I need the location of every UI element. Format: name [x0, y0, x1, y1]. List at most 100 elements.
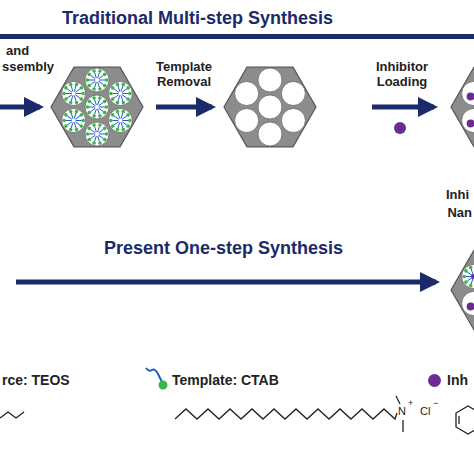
- surfactant-head: [128, 119, 132, 123]
- surfactant-tail: [74, 86, 76, 92]
- teos-structure: [0, 412, 24, 418]
- surfactant-head: [92, 123, 96, 127]
- surfactant-tail: [99, 107, 105, 108]
- surfactant-head: [75, 83, 79, 87]
- surfactant-tail: [99, 75, 104, 79]
- surfactant-head: [64, 124, 68, 128]
- surfactant-tail: [75, 95, 80, 99]
- surfactant-tail: [467, 272, 472, 276]
- surfactant-head: [126, 124, 130, 128]
- surfactant-tail: [112, 120, 118, 121]
- surfactant-tail: [71, 122, 73, 128]
- surfactant-tail: [99, 80, 105, 81]
- surfactant-head: [126, 86, 130, 90]
- pore: [85, 68, 109, 92]
- surfactant-tail: [466, 276, 472, 277]
- surfactant-head: [469, 284, 473, 288]
- section-heading: Traditional Multi-step Synthesis: [62, 8, 333, 29]
- surfactant-tail: [91, 75, 96, 79]
- surfactant-head: [69, 83, 73, 87]
- surfactant-tail: [118, 122, 120, 128]
- surfactant-head: [116, 128, 120, 132]
- silica-particle: [224, 67, 316, 147]
- surfactant-head: [111, 124, 115, 128]
- template-symbol: [146, 368, 162, 382]
- surfactant-head: [75, 110, 79, 114]
- surfactant-tail: [122, 89, 127, 93]
- section-heading: Present One-step Synthesis: [104, 238, 343, 259]
- pore: [85, 122, 109, 146]
- surfactant-tail: [91, 108, 96, 112]
- surfactant-head: [62, 119, 66, 123]
- surfactant-tail: [67, 122, 72, 126]
- surfactant-tail: [98, 109, 100, 115]
- surfactant-head: [92, 141, 96, 145]
- surfactant-tail: [122, 95, 127, 99]
- surfactant-tail: [114, 116, 119, 120]
- surfactant-head: [103, 73, 107, 77]
- surfactant-head: [62, 92, 66, 96]
- atom-label: Cl: [420, 405, 430, 418]
- surfactant-head: [88, 138, 92, 142]
- surfactant-tail: [74, 122, 76, 128]
- surfactant-head: [69, 110, 73, 114]
- atom-label: N: [398, 405, 406, 418]
- surfactant-tail: [74, 95, 76, 101]
- surfactant-head: [109, 92, 113, 96]
- surfactant-tail: [95, 82, 97, 88]
- surfactant-tail: [95, 109, 97, 115]
- surfactant-tail: [98, 72, 100, 78]
- surfactant-tail: [471, 269, 473, 275]
- legend-swatch: [428, 374, 441, 387]
- header-bar: [0, 34, 474, 39]
- surfactant-tail: [98, 99, 100, 105]
- surfactant-head: [64, 86, 68, 90]
- surfactant-head: [64, 113, 68, 117]
- surfactant-tail: [91, 135, 96, 139]
- surfactant-tail: [71, 86, 73, 92]
- surfactant-tail: [71, 113, 73, 119]
- charge-label: +: [408, 398, 413, 408]
- surfactant-tail: [75, 116, 80, 120]
- surfactant-tail: [67, 95, 72, 99]
- pore: [462, 82, 474, 106]
- pore: [258, 95, 282, 119]
- surfactant-tail: [121, 95, 123, 101]
- surfactant-head: [122, 110, 126, 114]
- surfactant-tail: [95, 72, 97, 78]
- surfactant-tail: [91, 129, 96, 133]
- surfactant-head: [116, 101, 120, 105]
- surfactant-tail: [99, 108, 104, 112]
- surfactant-head: [69, 101, 73, 105]
- product-label: Nan: [447, 206, 472, 221]
- surfactant-tail: [67, 116, 72, 120]
- surfactant-tail: [89, 107, 95, 108]
- surfactant-head: [98, 114, 102, 118]
- surfactant-head: [81, 119, 85, 123]
- surfactant-tail: [76, 120, 82, 121]
- surfactant-head: [103, 138, 107, 142]
- surfactant-head: [111, 86, 115, 90]
- surfactant-head: [116, 83, 120, 87]
- surfactant-tail: [98, 126, 100, 132]
- surfactant-tail: [467, 278, 472, 282]
- surfactant-head: [105, 78, 109, 82]
- surfactant-tail: [118, 86, 120, 92]
- step-label: ssembly: [2, 60, 54, 75]
- surfactant-tail: [89, 134, 95, 135]
- surfactant-head: [128, 92, 132, 96]
- pore: [281, 109, 305, 133]
- inhibitor-dot: [467, 93, 474, 101]
- ctab-structure: [402, 420, 403, 432]
- surfactant-head: [126, 97, 130, 101]
- surfactant-tail: [114, 89, 119, 93]
- surfactant-head: [464, 280, 468, 284]
- template-symbol: [159, 381, 168, 390]
- surfactant-head: [464, 269, 468, 273]
- surfactant-head: [105, 105, 109, 109]
- surfactant-head: [75, 101, 79, 105]
- legend-label: Template: CTAB: [172, 372, 279, 388]
- benzene-structure: [456, 406, 474, 434]
- surfactant-tail: [91, 81, 96, 85]
